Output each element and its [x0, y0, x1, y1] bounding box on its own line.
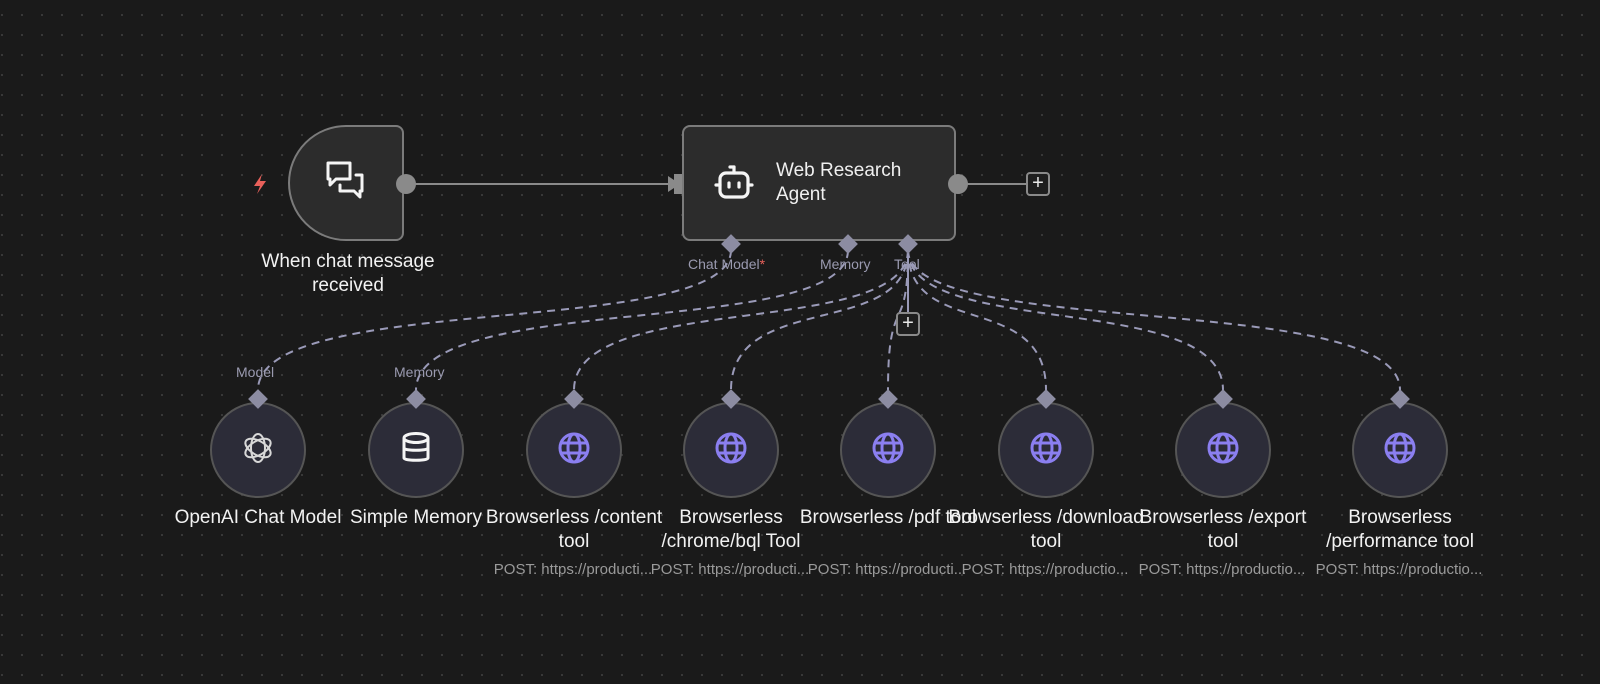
- sub-node-label: Browserless /pdf tool: [799, 507, 977, 528]
- port-chat-model-text: Chat Model: [688, 256, 760, 272]
- sub-node-4[interactable]: [840, 402, 936, 498]
- globe-icon: [1028, 430, 1064, 471]
- agent-node[interactable]: Web Research Agent: [682, 125, 956, 241]
- sub-node-7[interactable]: [1352, 402, 1448, 498]
- port-tool-label: Tool: [894, 256, 920, 272]
- robot-icon: [710, 159, 758, 207]
- sub-node-5[interactable]: [998, 402, 1094, 498]
- sub-node-label: Browserless /export tool: [1139, 507, 1307, 552]
- sub-node-3[interactable]: [683, 402, 779, 498]
- sub-node-subtitle: POST: https://productio...: [1315, 561, 1483, 578]
- openai-icon: [238, 428, 278, 473]
- tool-add-button[interactable]: +: [896, 312, 920, 336]
- sub-node-6[interactable]: [1175, 402, 1271, 498]
- agent-input-handle[interactable]: [674, 174, 682, 194]
- sub-node-2[interactable]: [526, 402, 622, 498]
- dashed-edge-1: [415, 249, 849, 391]
- sub-node-port-label: Memory: [394, 364, 445, 380]
- sub-node-label: Browserless /download tool: [948, 507, 1144, 552]
- lightning-bolt-icon: [250, 172, 270, 201]
- trigger-node-label: When chat message received: [261, 251, 435, 296]
- port-memory-label: Memory: [820, 256, 871, 272]
- globe-icon: [556, 430, 592, 471]
- globe-icon: [870, 430, 906, 471]
- sub-node-1[interactable]: [368, 402, 464, 498]
- agent-output-handle[interactable]: [948, 174, 968, 194]
- sub-node-label: Simple Memory: [350, 507, 482, 528]
- trigger-node-chat[interactable]: [288, 125, 404, 241]
- sub-node-port-label: Model: [236, 364, 275, 380]
- sub-node-label: Browserless /chrome/bql Tool: [661, 507, 801, 552]
- sub-node-label: OpenAI Chat Model: [174, 507, 342, 528]
- chat-bubbles-icon: [322, 157, 370, 210]
- agent-title: Web Research Agent: [776, 159, 901, 207]
- trigger-output-handle[interactable]: [396, 174, 416, 194]
- globe-icon: [713, 430, 749, 471]
- globe-icon: [1205, 430, 1241, 471]
- sub-node-subtitle: POST: https://productio...: [961, 561, 1129, 578]
- agent-title-line1: Web Research: [776, 160, 902, 181]
- required-marker: *: [759, 256, 766, 272]
- dashed-edge-5: [907, 249, 1047, 391]
- agent-title-line2: Agent: [776, 184, 826, 205]
- sub-node-label: Browserless /performance tool: [1326, 507, 1474, 552]
- sub-node-0[interactable]: [210, 402, 306, 498]
- agent-add-next-button[interactable]: +: [1026, 172, 1050, 196]
- sub-node-subtitle: POST: https://productio...: [1138, 561, 1306, 578]
- dashed-edge-6: [907, 249, 1224, 391]
- database-icon: [398, 430, 434, 471]
- dashed-edge-0: [257, 249, 732, 391]
- dashed-edge-3: [730, 249, 909, 391]
- dashed-edge-7: [907, 249, 1401, 391]
- sub-node-label: Browserless /content tool: [485, 507, 663, 552]
- globe-icon: [1382, 430, 1418, 471]
- port-chat-model-label: Chat Model*: [688, 256, 765, 272]
